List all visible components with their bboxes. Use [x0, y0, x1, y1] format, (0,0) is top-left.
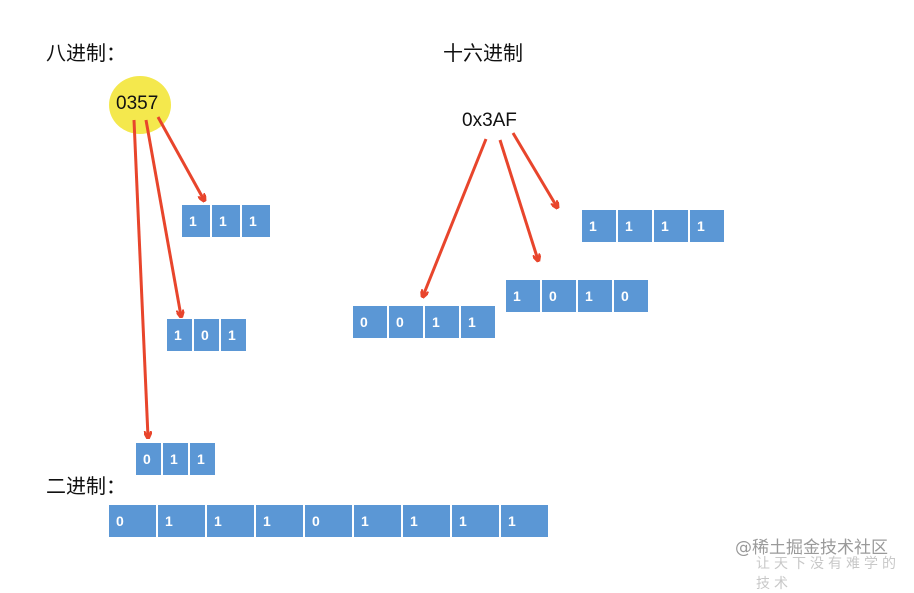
bit-cell: 1	[241, 204, 271, 238]
bit-cell: 0	[193, 318, 220, 352]
arrow-octal-3	[132, 119, 148, 437]
bit-cell: 1	[451, 504, 500, 538]
bit-cell: 0	[388, 305, 424, 339]
hex-bits-F: 1 1 1 1	[581, 209, 725, 243]
bit-cell: 0	[352, 305, 388, 339]
arrow-hex-A	[498, 139, 538, 260]
bit-cell: 1	[189, 442, 216, 476]
bit-cell: 1	[157, 504, 206, 538]
binary-bits: 0 1 1 1 0 1 1 1 1	[108, 504, 549, 538]
octal-bits-7: 1 1 1	[181, 204, 271, 238]
octal-bits-5: 1 0 1	[166, 318, 247, 352]
watermark: @稀土掘金技术社区	[735, 538, 888, 558]
bit-cell: 1	[255, 504, 304, 538]
watermark-extra: 让天下没有难学的技术	[756, 556, 900, 592]
bit-cell: 1	[689, 209, 725, 243]
bit-cell: 1	[653, 209, 689, 243]
hex-bits-A: 1 0 1 0	[505, 279, 649, 313]
hex-number: 0x3AF	[462, 110, 517, 131]
bit-cell: 0	[108, 504, 157, 538]
octal-label: 八进制：	[46, 41, 126, 65]
bit-cell: 1	[211, 204, 241, 238]
bit-cell: 1	[500, 504, 549, 538]
bit-cell: 1	[353, 504, 402, 538]
bit-cell: 0	[613, 279, 649, 313]
arrow-hex-F	[511, 132, 557, 207]
bit-cell: 0	[304, 504, 353, 538]
bit-cell: 1	[424, 305, 460, 339]
bit-cell: 1	[206, 504, 255, 538]
arrow-octal-5	[144, 119, 181, 316]
bit-cell: 1	[617, 209, 653, 243]
bit-cell: 1	[162, 442, 189, 476]
conversion-arrows	[132, 116, 914, 570]
hex-bits-3: 0 0 1 1	[352, 305, 496, 339]
octal-bits-3: 0 1 1	[135, 442, 216, 476]
bit-cell: 1	[505, 279, 541, 313]
bit-cell: 1	[581, 209, 617, 243]
bit-cell: 0	[541, 279, 577, 313]
bit-cell: 1	[166, 318, 193, 352]
bit-cell: 1	[460, 305, 496, 339]
octal-number: 0357	[116, 93, 159, 114]
bit-cell: 1	[220, 318, 247, 352]
bit-cell: 1	[181, 204, 211, 238]
arrow-octal-7	[156, 116, 204, 200]
bit-cell: 1	[577, 279, 613, 313]
bit-cell: 1	[402, 504, 451, 538]
bit-cell: 0	[135, 442, 162, 476]
hex-label: 十六进制	[443, 41, 523, 65]
binary-label: 二进制：	[46, 474, 126, 498]
arrow-hex-3	[423, 138, 488, 296]
